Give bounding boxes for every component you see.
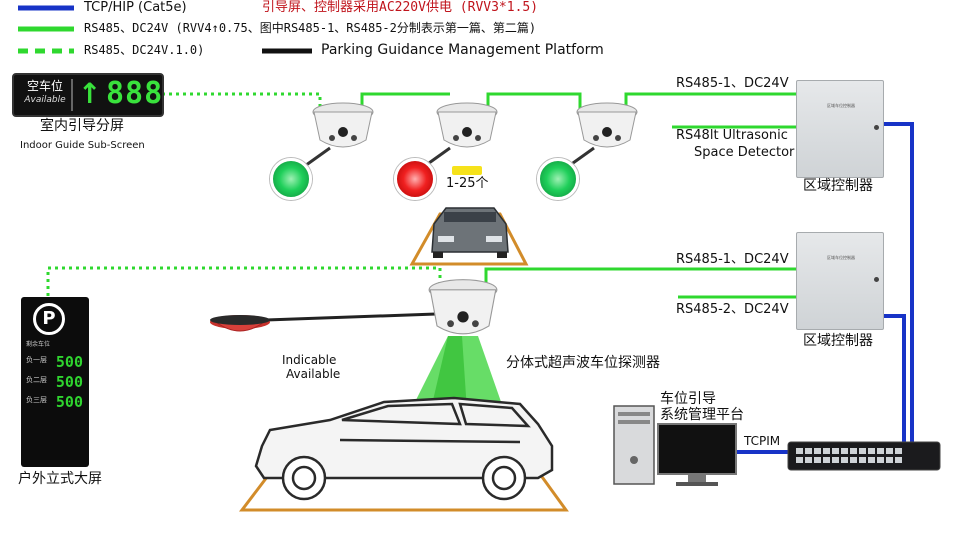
car-icon — [431, 207, 509, 258]
controller-plate: 区域车位控制器 — [827, 103, 855, 108]
sub-screen-caption-cn: 室内引导分屏 — [40, 118, 124, 134]
indicator-label-line2: Available — [286, 367, 341, 381]
legend-label-rs485-dashed: RS485、DC24V.1.0) — [84, 43, 205, 57]
switch-port — [832, 457, 839, 463]
switch-port — [859, 457, 866, 463]
car-icon — [254, 396, 554, 501]
bus-segment-3 — [624, 92, 796, 112]
switch-port — [823, 448, 830, 454]
ultrasonic-detector-icon — [312, 102, 374, 148]
desktop-computer-icon — [613, 405, 737, 486]
switch-port — [859, 448, 866, 454]
dotted-link-outdoor — [46, 266, 442, 296]
switch-port — [841, 457, 848, 463]
switch-port — [886, 457, 893, 463]
platform-label-line2: 系统管理平台 — [660, 407, 744, 423]
legend-label-rs485: RS485、DC24V (RVV4↑0.75、图中RS485-1、RS485-2… — [84, 21, 537, 35]
zone-controller-top: 区域车位控制器 — [796, 80, 884, 178]
dotted-link-subscreen — [162, 92, 322, 112]
controller-top-line2b: Space Detector — [694, 145, 795, 160]
switch-port — [895, 457, 902, 463]
detector-badge — [452, 166, 482, 175]
legend-label-tcp: TCP/HIP (Cat5e) — [84, 0, 187, 15]
controller-top-line2a: RS48lt Ultrasonic — [676, 128, 788, 143]
controller-plate: 区域车位控制器 — [827, 255, 855, 260]
switch-port — [877, 457, 884, 463]
switch-port — [823, 457, 830, 463]
switch-port — [805, 448, 812, 454]
switch-port — [814, 448, 821, 454]
ultrasonic-detector-icon — [436, 102, 498, 148]
platform-label-line1: 车位引导 — [660, 391, 716, 407]
switch-port — [796, 457, 803, 463]
controller-bottom-line1: RS485-1、DC24V — [676, 252, 789, 267]
red-indicator-light-icon — [394, 158, 436, 200]
switch-port — [868, 448, 875, 454]
controller-bottom-line2: RS485-2、DC24V — [676, 302, 789, 317]
outdoor-screen-caption: 户外立式大屏 — [18, 471, 102, 487]
bus-segment-5 — [484, 267, 796, 290]
detector-count: 1-25个 — [446, 176, 489, 191]
sub-screen-top-text: 空车位 — [26, 79, 63, 93]
switch-port — [886, 448, 893, 454]
switch-ports — [796, 448, 902, 463]
switch-port — [877, 448, 884, 454]
platform-link-label: TCPIM — [744, 434, 781, 448]
switch-port — [868, 457, 875, 463]
switch-port — [841, 448, 848, 454]
network-switch-icon — [787, 441, 941, 471]
network-line-1 — [882, 122, 914, 444]
platform-legend-label: Parking Guidance Management Platform — [321, 42, 604, 58]
power-note: 引导屏、控制器采用AC220V供电 (RVV3*1.5) — [262, 0, 539, 15]
controller-bottom-caption: 区域控制器 — [803, 333, 873, 349]
controller-top-caption: 区域控制器 — [803, 178, 873, 194]
detector-label: 分体式超声波车位探测器 — [506, 355, 660, 371]
switch-port — [895, 448, 902, 454]
switch-port — [814, 457, 821, 463]
green-indicator-light-icon — [270, 158, 312, 200]
stem-4 — [265, 312, 437, 322]
green-indicator-light-icon — [537, 158, 579, 200]
indoor-guide-sub-screen: 空车位 Available ↑ 888 — [12, 73, 164, 117]
indicator-label-line1: Indicable — [282, 353, 337, 367]
red-indicator-light-icon — [210, 315, 270, 332]
sub-screen-number: 888 — [106, 76, 164, 111]
ultrasonic-detector-icon — [576, 102, 638, 148]
controller-top-line1: RS485-1、DC24V — [676, 76, 789, 91]
ultrasonic-detector-icon — [428, 279, 498, 335]
zone-controller-bottom: 区域车位控制器 — [796, 232, 884, 330]
sub-screen-caption-en: Indoor Guide Sub-Screen — [20, 140, 145, 151]
network-line-2 — [882, 314, 906, 444]
switch-port — [850, 448, 857, 454]
bus-segment-2 — [486, 92, 582, 112]
outdoor-header: 剩余车位 — [26, 341, 51, 348]
parking-p-icon: P — [33, 303, 65, 335]
sub-screen-bottom-text: Available — [24, 95, 66, 105]
switch-port — [850, 457, 857, 463]
arrow-up-icon: ↑ — [78, 77, 102, 110]
switch-port — [796, 448, 803, 454]
switch-port — [805, 457, 812, 463]
switch-port — [832, 448, 839, 454]
